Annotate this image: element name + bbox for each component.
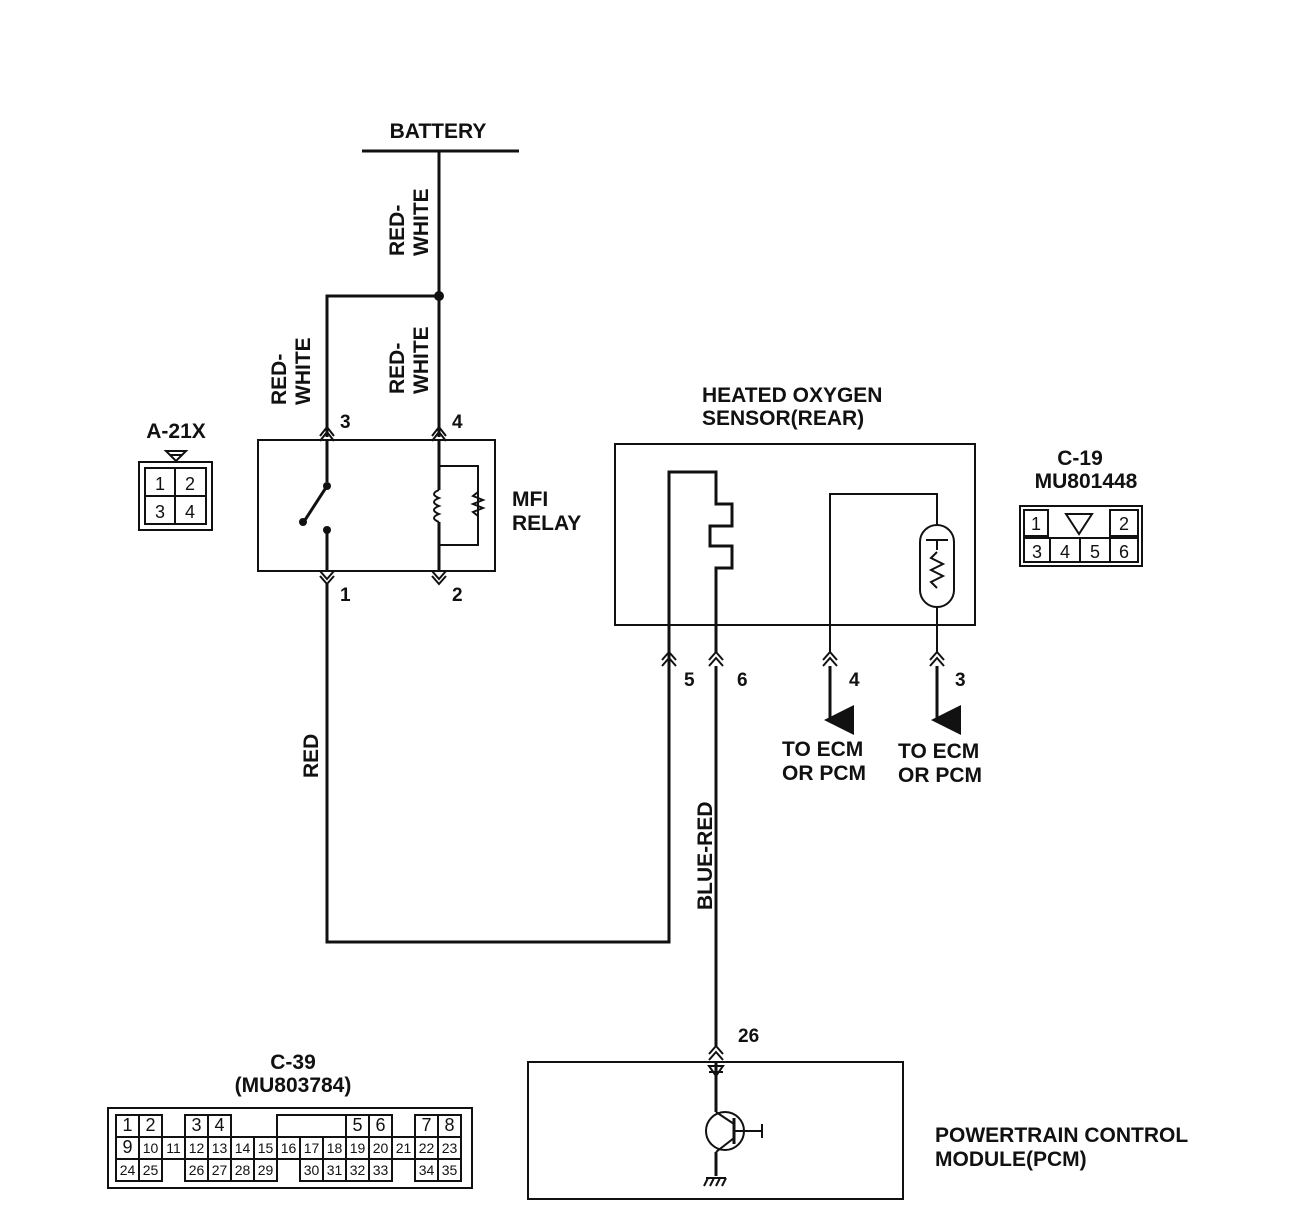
connector-cell-label: 22 — [419, 1140, 435, 1156]
wire-blue-red: BLUE-RED — [694, 666, 718, 1046]
connector-cell-label: 19 — [350, 1140, 366, 1156]
connector-cell-label: 26 — [189, 1162, 205, 1178]
connector-cell — [253, 1158, 278, 1182]
connector-cell-label: 13 — [212, 1140, 228, 1156]
connector-cell-label: 24 — [120, 1162, 136, 1178]
connector-cell-label: 4 — [214, 1115, 224, 1135]
connector-cell-label: 32 — [350, 1162, 366, 1178]
connector-cell-label: 28 — [235, 1162, 251, 1178]
battery-feed-wires — [325, 151, 444, 437]
connector-cell-label: 31 — [327, 1162, 343, 1178]
connector-cell-label: 33 — [373, 1162, 389, 1178]
output-label: TO ECM — [782, 738, 863, 761]
connector-cell: 1 — [1031, 514, 1041, 534]
wire-color-label: RED- — [386, 343, 409, 394]
connector-cell-label: 35 — [442, 1162, 458, 1178]
relay-pin-1: 1 — [340, 585, 351, 606]
wire-color-label: BLUE-RED — [694, 802, 717, 911]
output-label: OR PCM — [898, 764, 982, 787]
connector-c19: C-19 MU801448 1 2 3 4 5 6 — [1019, 447, 1143, 567]
connector-part: (MU803784) — [235, 1074, 352, 1097]
connector-cell — [437, 1158, 462, 1182]
connector-id: C-19 — [1057, 447, 1103, 470]
connector-blank-block — [276, 1114, 347, 1138]
battery-label: BATTERY — [390, 120, 487, 143]
wire-color-label: WHITE — [292, 337, 315, 405]
pcm-label: POWERTRAIN CONTROL — [935, 1124, 1188, 1147]
mfi-relay: 3 4 1 2 MFI RELAY — [257, 412, 581, 606]
wire-color-label: RED- — [386, 205, 409, 256]
wire-label-red-white-right: RED- WHITE — [386, 326, 433, 394]
sensor-pin-5: 5 — [684, 670, 695, 691]
connector-cell — [138, 1158, 163, 1182]
connector-cell: 5 — [1090, 542, 1100, 562]
battery: BATTERY — [362, 120, 519, 153]
sensor-pin-3: 3 — [955, 670, 966, 691]
connector-cell: 4 — [1060, 542, 1070, 562]
connector-cell-label: 8 — [444, 1115, 454, 1135]
output-label: TO ECM — [898, 740, 979, 763]
connector-cell-label: 16 — [281, 1140, 297, 1156]
connector-cell: 3 — [155, 502, 165, 522]
connector-cell-label: 9 — [122, 1137, 132, 1157]
sensor-label: SENSOR(REAR) — [702, 407, 864, 430]
connector-cell-label: 2 — [145, 1115, 155, 1135]
connector-cell-label: 34 — [419, 1162, 435, 1178]
connector-cell-label: 29 — [258, 1162, 274, 1178]
heated-oxygen-sensor: HEATED OXYGEN SENSOR(REAR) 5 6 4 3 TO EC… — [614, 384, 982, 787]
connector-cell-label: 12 — [189, 1140, 205, 1156]
relay-pin-3: 3 — [340, 412, 351, 433]
connector-part: MU801448 — [1035, 470, 1138, 493]
connector-id: C-39 — [270, 1051, 316, 1074]
connector-cell: 3 — [1032, 542, 1042, 562]
relay-label: RELAY — [512, 512, 581, 535]
relay-pin-4: 4 — [452, 412, 463, 433]
connector-cell: 1 — [155, 474, 165, 494]
connector-id: A-21X — [146, 420, 206, 443]
connector-cell-label: 21 — [396, 1140, 412, 1156]
sensor-label: HEATED OXYGEN — [702, 384, 882, 407]
wire-color-label: WHITE — [410, 326, 433, 394]
connector-cell-label: 25 — [143, 1162, 159, 1178]
relay-pin-2: 2 — [452, 585, 463, 606]
connector-cell-label: 1 — [122, 1115, 132, 1135]
connector-cell-label: 20 — [373, 1140, 389, 1156]
connector-cell-label: 27 — [212, 1162, 228, 1178]
connector-cell: 2 — [185, 474, 195, 494]
sensor-pin-4: 4 — [849, 670, 860, 691]
wire-color-label: RED- — [268, 354, 291, 405]
connector-cell: 2 — [1119, 514, 1129, 534]
connector-cell-label: 3 — [191, 1115, 201, 1135]
connector-cell-label: 6 — [375, 1115, 385, 1135]
wire-label-red-white-top: RED- WHITE — [386, 188, 433, 256]
relay-label: MFI — [512, 488, 548, 511]
powertrain-control-module: 26 POWERTRAIN CONTROL MODULE(PCM) — [527, 1026, 1188, 1200]
connector-cell-label: 14 — [235, 1140, 251, 1156]
connector-a21x: A-21X 1 2 3 4 — [138, 420, 213, 531]
wire-color-label: WHITE — [410, 188, 433, 256]
wire-red: RED — [300, 584, 671, 944]
connector-cell — [368, 1158, 393, 1182]
connector-cell-label: 7 — [421, 1115, 431, 1135]
wire-color-label: RED — [300, 734, 323, 778]
pcm-label: MODULE(PCM) — [935, 1148, 1087, 1171]
connector-cell-label: 18 — [327, 1140, 343, 1156]
connector-cell: 4 — [185, 502, 195, 522]
output-label: OR PCM — [782, 762, 866, 785]
connector-cell-label: 10 — [143, 1140, 159, 1156]
sensor-pin-6: 6 — [737, 670, 748, 691]
connector-cell-label: 11 — [166, 1140, 181, 1156]
connector-cell-label: 15 — [258, 1140, 274, 1156]
connector-cell: 6 — [1119, 542, 1129, 562]
wire-label-red-white-left: RED- WHITE — [268, 337, 315, 405]
connector-cell-label: 17 — [304, 1140, 320, 1156]
connector-cell-label: 5 — [352, 1115, 362, 1135]
pcm-pin-26: 26 — [738, 1026, 759, 1047]
connector-cell-label: 23 — [442, 1140, 458, 1156]
connector-cell-label: 30 — [304, 1162, 320, 1178]
